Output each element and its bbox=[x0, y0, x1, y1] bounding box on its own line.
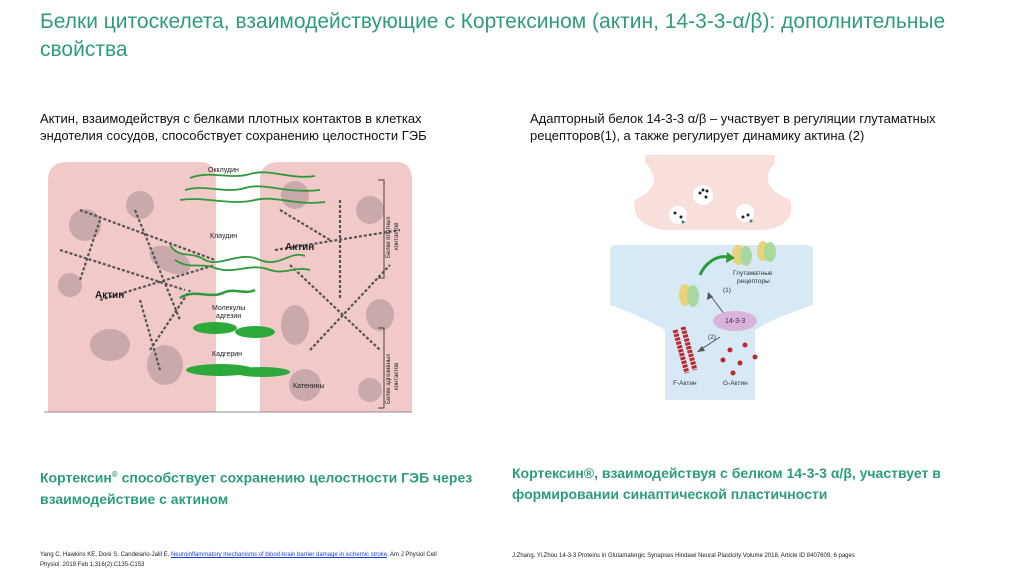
tight-junction-diagram: Окклудин Клаудин Актин Актин Молекулы ад… bbox=[40, 150, 415, 420]
label-receptors-1: Глутаматные bbox=[733, 270, 773, 277]
label-f-actin: F-Актин bbox=[673, 380, 697, 387]
right-summary: Кортексин®, взаимодействуя с белком 14-3… bbox=[512, 463, 992, 505]
label-actin-right: Актин bbox=[285, 242, 314, 253]
label-tight-junction-2: контактов bbox=[394, 223, 400, 250]
label-adhesive-1: Белки адгезивных bbox=[386, 354, 392, 404]
label-g-actin: G-Актин bbox=[723, 380, 748, 387]
label-adhesion-2: адгезии bbox=[216, 313, 241, 320]
reference-authors: Yang C, Hawkins KE, Doré S, Candelario-J… bbox=[40, 552, 171, 558]
label-adhesion-1: Молекулы bbox=[212, 305, 245, 312]
left-summary: Кортексин® способствует сохранению целос… bbox=[40, 464, 480, 510]
label-step1: (1) bbox=[723, 287, 731, 294]
postsynaptic-spine bbox=[610, 245, 813, 400]
label-catenins: Катенины bbox=[293, 383, 325, 390]
label-adhesive-2: контактов bbox=[394, 363, 400, 390]
summary-brand: Кортексин bbox=[40, 470, 112, 486]
left-caption: Актин, взаимодействуя с белками плотных … bbox=[40, 110, 480, 144]
slide-title: Белки цитоскелета, взаимодействующие с К… bbox=[40, 8, 1000, 64]
reference-link[interactable]: Neuroinflammatory mechanisms of blood-br… bbox=[171, 552, 387, 558]
presynaptic-terminal bbox=[634, 155, 791, 230]
right-caption: Адапторный белок 14-3-3 α/β – участвует … bbox=[530, 110, 980, 144]
left-reference: Yang C, Hawkins KE, Doré S, Candelario-J… bbox=[40, 550, 450, 570]
label-claudin: Клаудин bbox=[210, 233, 237, 240]
label-occludin: Окклудин bbox=[208, 167, 239, 174]
label-receptors-2: рецепторы bbox=[737, 278, 770, 285]
label-protein: 14-3-3 bbox=[725, 318, 745, 325]
label-cadherin: Кадгерин bbox=[212, 351, 242, 358]
label-tight-junction-1: Белки плотных bbox=[386, 216, 392, 258]
synapse-diagram: Глутаматные рецепторы (1) 14-3-3 (2) F-А… bbox=[605, 155, 820, 405]
right-reference: J.Zhang, Yi.Zhou 14-3-3 Proteins in Glut… bbox=[512, 551, 992, 561]
label-step2: (2) bbox=[708, 334, 716, 341]
label-actin-left: Актин bbox=[95, 290, 124, 301]
